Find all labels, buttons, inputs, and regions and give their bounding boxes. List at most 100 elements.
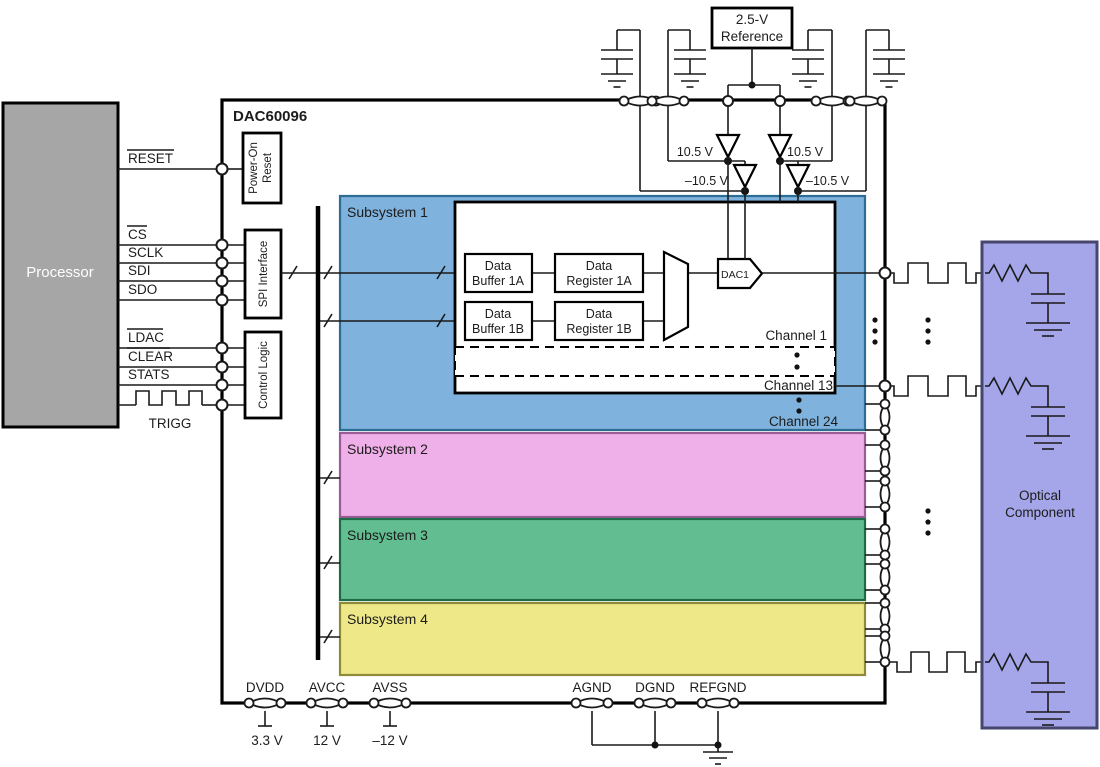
subsystem-1-label: Subsystem 1 bbox=[347, 204, 428, 220]
bypass-capacitor-3-icon bbox=[792, 29, 832, 88]
pin-circle-clear bbox=[215, 360, 229, 374]
channel-1-pin-circle bbox=[878, 266, 892, 280]
subsystem-2-border bbox=[338, 431, 867, 519]
channel-detail: Data Buffer 1A Data Register 1A Data Buf… bbox=[453, 200, 880, 429]
chip-title: DAC60096 bbox=[233, 108, 307, 125]
sdi-label: SDI bbox=[128, 263, 151, 278]
sclk-label: SCLK bbox=[128, 245, 163, 260]
power-on-reset-box bbox=[241, 131, 283, 205]
data-register-1a-box bbox=[553, 252, 645, 294]
avcc-label: AVCC bbox=[309, 680, 346, 695]
refgnd-pin-icon bbox=[696, 697, 740, 709]
neg-rail-amp-left-icon bbox=[732, 163, 758, 190]
ref-pin-circle-right bbox=[774, 95, 786, 107]
control-logic-label: Control Logic bbox=[258, 341, 270, 409]
subsystem-2-label: Subsystem 2 bbox=[347, 441, 428, 457]
power-on-reset-label-2: Reset bbox=[262, 152, 274, 183]
neg-rail-amp-right-icon bbox=[785, 163, 811, 190]
avss-pin-icon bbox=[368, 697, 412, 727]
pos-rail-amp-left-icon bbox=[715, 133, 741, 160]
refgnd-label: REFGND bbox=[690, 680, 747, 695]
reference-label-1: 2.5-V bbox=[736, 12, 768, 27]
subsystem-4-region bbox=[340, 603, 865, 675]
pin-circle-sdi bbox=[215, 274, 229, 288]
bypass-capacitor-2-icon bbox=[668, 29, 706, 88]
output-ellipsis-dots bbox=[872, 317, 931, 536]
pin-circle-cs bbox=[215, 238, 229, 252]
subsystem-2-region bbox=[340, 433, 865, 517]
left-signal-wires bbox=[118, 162, 245, 412]
spi-interface-block: SPI Interface bbox=[243, 228, 283, 320]
optical-label-2: Component bbox=[1005, 505, 1075, 520]
pin-circle-reset bbox=[215, 162, 229, 176]
subsystem-3-border bbox=[338, 517, 867, 602]
dgnd-label: DGND bbox=[635, 680, 675, 695]
subsystem-1-border bbox=[338, 194, 867, 432]
optical-label-1: Optical bbox=[1019, 488, 1061, 503]
top-edge-pin-icons bbox=[618, 95, 888, 107]
subsystem-3-region bbox=[340, 519, 865, 600]
trigg-pulse-icon bbox=[135, 390, 203, 406]
sdo-label: SDO bbox=[128, 282, 157, 297]
optical-component-block: Optical Component bbox=[980, 240, 1099, 730]
pos-rail-amp-right-icon bbox=[767, 133, 793, 160]
avcc-voltage: 12 V bbox=[313, 733, 341, 748]
channel-ellipsis-dots bbox=[794, 352, 802, 414]
bottom-pins: DVDD AVCC AVSS 3.3 V 12 V –12 V AGND DGN… bbox=[243, 680, 747, 765]
control-logic-box bbox=[243, 330, 283, 420]
signal-labels: RESET CS SCLK SDI SDO LDAC CLEAR STATS T… bbox=[127, 149, 192, 431]
power-on-reset-block: Power-On Reset bbox=[241, 131, 283, 205]
mux-icon bbox=[662, 250, 690, 342]
right-edge-pin-icons bbox=[865, 398, 891, 668]
dgnd-pin-icon bbox=[633, 697, 677, 709]
agnd-pin-icon bbox=[570, 697, 614, 709]
optical-component-box bbox=[982, 242, 1097, 728]
output-pulse-icon-2 bbox=[890, 375, 982, 397]
processor-box bbox=[1, 101, 120, 429]
data-register-1a-label-2: Register 1A bbox=[566, 274, 632, 288]
ldac-label: LDAC bbox=[128, 330, 164, 345]
reset-label: RESET bbox=[128, 151, 173, 166]
pos-rail-label-left: 10.5 V bbox=[677, 145, 714, 159]
power-on-reset-label-1: Power-On bbox=[248, 142, 260, 194]
channel-13-dashed-box bbox=[454, 346, 836, 377]
pos-rail-label-right: 10.5 V bbox=[787, 145, 824, 159]
rc-load-1-icon bbox=[985, 263, 1070, 337]
bypass-capacitor-4-icon bbox=[866, 29, 905, 88]
processor-label: Processor bbox=[26, 264, 94, 281]
channel-13-label: Channel 13 bbox=[764, 378, 833, 393]
avss-voltage: –12 V bbox=[372, 733, 407, 748]
pin-circle-ldac bbox=[215, 341, 229, 355]
data-buffer-1b-label-2: Buffer 1B bbox=[472, 322, 524, 336]
stats-label: STATS bbox=[128, 367, 170, 382]
dac1-label: DAC1 bbox=[721, 269, 749, 281]
channel-1-label: Channel 1 bbox=[765, 328, 827, 343]
data-buffer-1b-box bbox=[463, 300, 534, 342]
clear-label: CLEAR bbox=[128, 349, 173, 364]
data-register-1b-box bbox=[553, 300, 645, 342]
spi-interface-label: SPI Interface bbox=[258, 241, 270, 307]
data-register-1a-label-1: Data bbox=[586, 259, 612, 273]
output-pins bbox=[865, 262, 982, 673]
dvdd-voltage: 3.3 V bbox=[251, 733, 283, 748]
dvdd-label: DVDD bbox=[246, 680, 285, 695]
dvdd-pin-icon bbox=[243, 697, 287, 727]
data-register-1b-label-2: Register 1B bbox=[566, 322, 631, 336]
reference-box bbox=[710, 6, 794, 50]
ground-net bbox=[591, 711, 733, 765]
subsystem-3-label: Subsystem 3 bbox=[347, 527, 428, 543]
data-register-1b-label-1: Data bbox=[586, 307, 612, 321]
channel-24-label: Channel 24 bbox=[769, 414, 839, 429]
data-buffer-1a-box bbox=[463, 252, 534, 294]
avss-label: AVSS bbox=[372, 680, 407, 695]
data-buffer-1a-label-2: Buffer 1A bbox=[472, 274, 525, 288]
output-pulse-icon-3 bbox=[890, 651, 982, 673]
agnd-label: AGND bbox=[572, 680, 611, 695]
processor-block: Processor bbox=[1, 101, 120, 429]
neg-rail-label-left: –10.5 V bbox=[685, 174, 729, 188]
data-buffer-1a-label-1: Data bbox=[485, 259, 511, 273]
neg-rail-label-right: –10.5 V bbox=[806, 174, 850, 188]
optical-component-border bbox=[980, 240, 1099, 730]
trigg-label: TRIGG bbox=[149, 416, 192, 431]
